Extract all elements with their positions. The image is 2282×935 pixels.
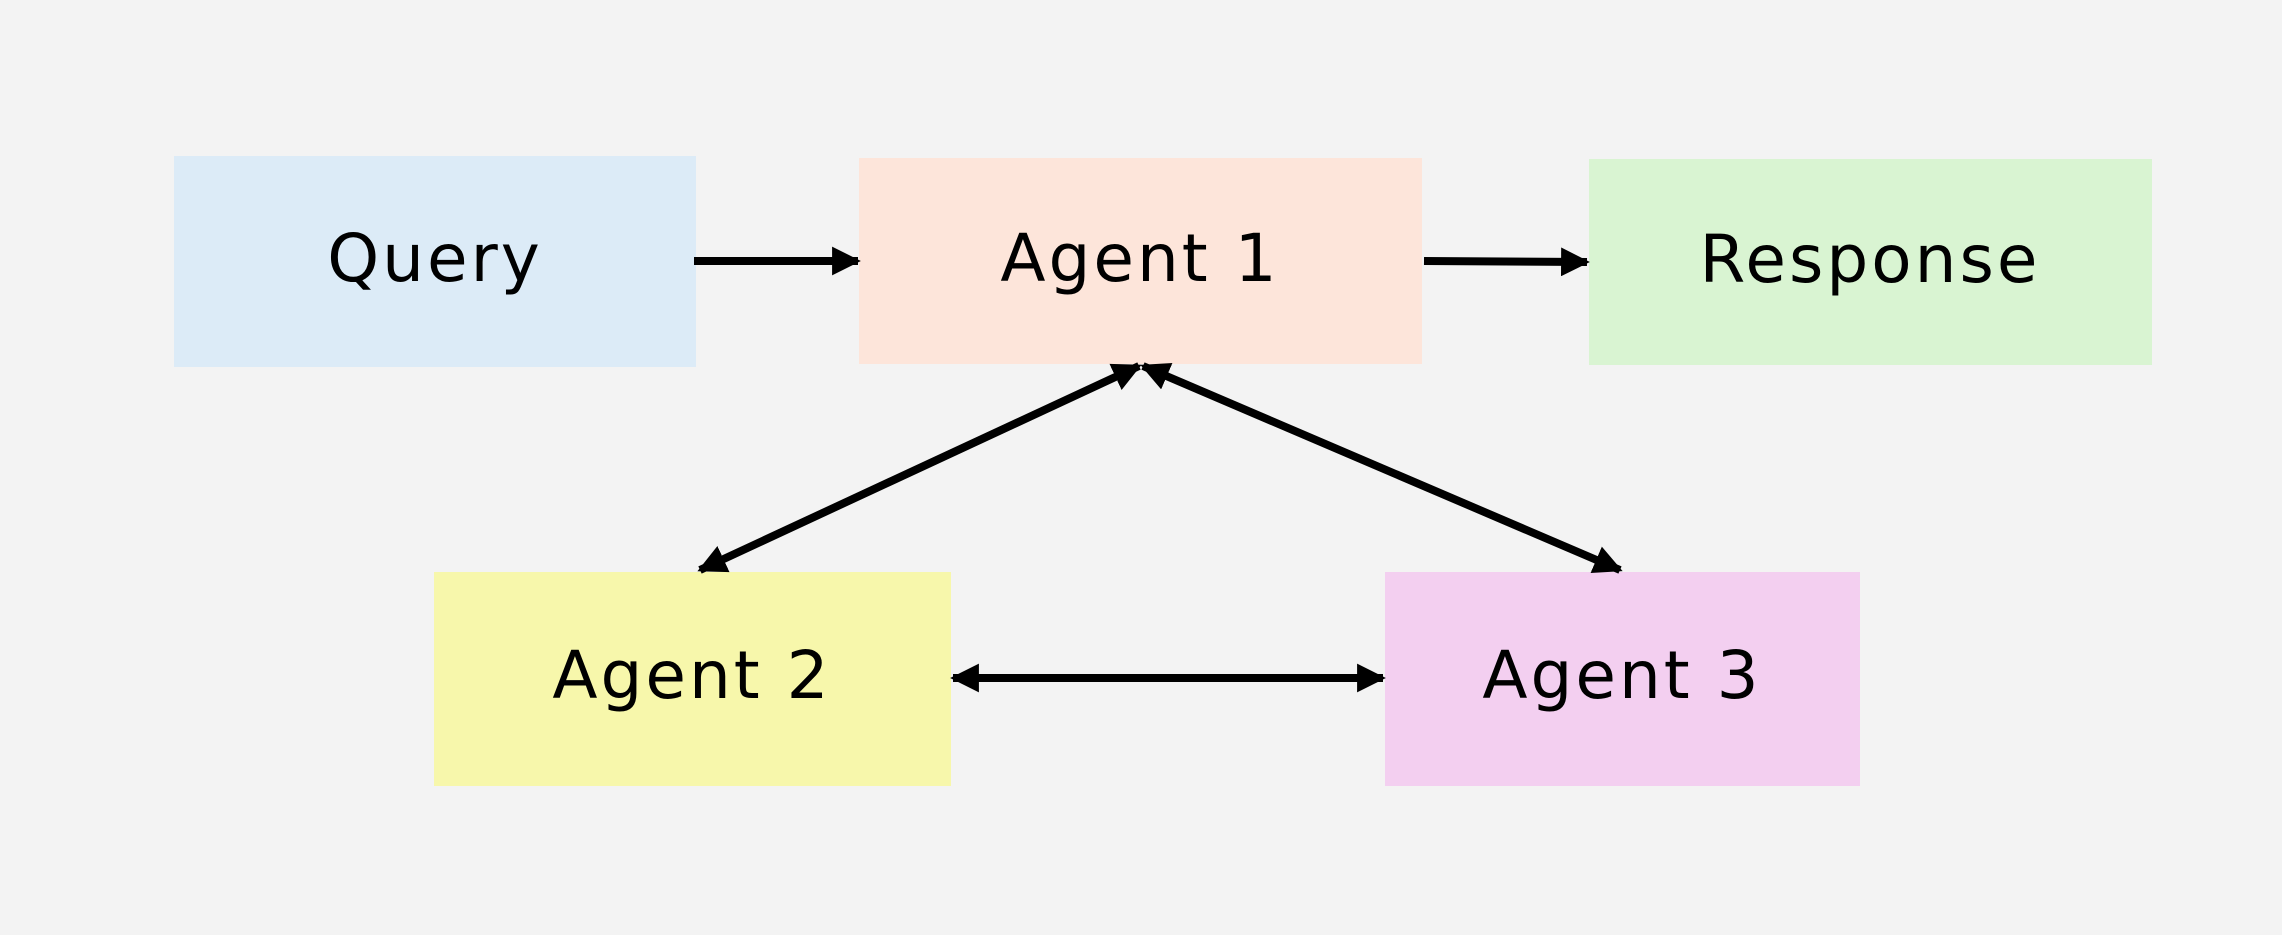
agent-3-label: Agent 3: [1482, 637, 1761, 714]
arrow-agent-1-agent-2: [697, 362, 1142, 574]
agent-2-label: Agent 2: [552, 637, 831, 714]
agent-2-node: Agent 2: [434, 572, 951, 786]
agent-3-node: Agent 3: [1385, 572, 1860, 786]
arrow-agent-1-to-response: [1423, 247, 1590, 277]
query-label: Query: [327, 220, 543, 297]
agent-2-box: [434, 572, 951, 786]
agent-3-box: [1385, 572, 1860, 786]
agent-1-label: Agent 1: [1000, 220, 1279, 297]
agent-1-node: Agent 1: [859, 158, 1422, 364]
query-box: [174, 156, 696, 367]
arrow-agent-1-agent-3: [1140, 362, 1623, 574]
query-node: Query: [174, 156, 696, 367]
response-node: Response: [1589, 159, 2152, 365]
response-box: [1589, 159, 2152, 365]
agent-1-box: [859, 158, 1422, 364]
response-label: Response: [1700, 221, 2041, 298]
